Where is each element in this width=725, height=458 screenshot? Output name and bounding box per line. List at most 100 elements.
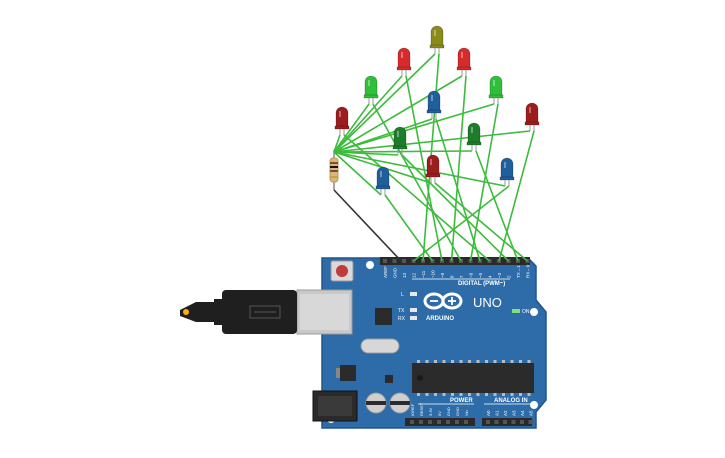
wire-cathode[interactable] xyxy=(333,150,473,153)
wire-anode[interactable] xyxy=(498,130,535,262)
analog-pin[interactable] xyxy=(528,420,533,424)
wire-cathode[interactable] xyxy=(333,151,506,187)
led[interactable] xyxy=(466,122,482,151)
digital-pin[interactable] xyxy=(392,259,397,263)
digital-pin-label: RX←0 xyxy=(526,264,531,278)
mount-hole xyxy=(530,308,538,316)
crystal xyxy=(360,338,400,354)
usb-port[interactable] xyxy=(296,289,353,335)
digital-pin-label: 12 xyxy=(412,272,417,278)
digital-pin-label: ~6 xyxy=(469,272,474,278)
wire-anode[interactable] xyxy=(384,194,434,262)
power-pin[interactable] xyxy=(446,420,450,424)
capacitor xyxy=(365,392,387,414)
digital-pin-label: 2 xyxy=(507,275,512,278)
resistor[interactable] xyxy=(329,150,339,190)
digital-header[interactable] xyxy=(380,257,530,265)
analog-pin-label: A1 xyxy=(495,410,500,416)
led[interactable] xyxy=(363,75,379,104)
wire-cathode[interactable] xyxy=(333,118,433,153)
digital-label: DIGITAL (PWM~) xyxy=(458,281,505,287)
reset-button[interactable] xyxy=(330,260,354,282)
wire-cathode[interactable] xyxy=(333,130,531,153)
analog-pin-label: A3 xyxy=(512,410,517,416)
digital-pin-label: ~10 xyxy=(431,270,436,278)
led[interactable] xyxy=(334,106,350,135)
wire-anode[interactable] xyxy=(405,75,443,262)
analog-pin[interactable] xyxy=(520,420,524,424)
analog-pin-label: A5 xyxy=(529,410,534,416)
digital-pin-label: ~9 xyxy=(440,272,445,278)
led[interactable] xyxy=(425,154,441,183)
power-pin-label: RESET xyxy=(419,402,424,416)
analog-pin[interactable] xyxy=(486,420,490,424)
ground-wire[interactable] xyxy=(333,189,403,263)
wire-anode[interactable] xyxy=(343,134,491,262)
analog-pin[interactable] xyxy=(511,420,516,424)
led[interactable] xyxy=(488,75,504,104)
mount-hole xyxy=(530,401,538,409)
wire-cathode[interactable] xyxy=(333,134,341,153)
usb-chip xyxy=(375,308,392,325)
wire-cathode[interactable] xyxy=(333,103,495,153)
power-pin[interactable] xyxy=(410,420,414,424)
power-pin-label: GND xyxy=(446,407,451,416)
wire-anode[interactable] xyxy=(401,154,510,262)
digital-pin-label: ~11 xyxy=(421,270,426,278)
analog-pin-label: A2 xyxy=(503,410,508,416)
digital-pin-label: GND xyxy=(393,267,398,278)
power-pin-label: GND xyxy=(455,407,460,416)
digital-pin-label: 13 xyxy=(402,272,407,278)
wire-anode[interactable] xyxy=(413,185,510,262)
capacitor xyxy=(389,392,411,414)
led[interactable] xyxy=(375,166,391,195)
digital-pin-label: ~5 xyxy=(478,272,483,278)
digital-pin-label: 7 xyxy=(459,275,464,278)
brand-label: ARDUINO xyxy=(426,316,454,322)
power-pin[interactable] xyxy=(464,420,468,424)
wire-anode[interactable] xyxy=(435,118,481,262)
wire-cathode[interactable] xyxy=(333,103,370,153)
arduino-logo xyxy=(423,292,463,310)
small-component xyxy=(385,375,393,383)
led-group[interactable] xyxy=(334,25,540,195)
side-leds: L TX RX xyxy=(398,292,417,322)
power-pin-label: 3.3V xyxy=(428,407,433,416)
led-tx-label: TX xyxy=(398,308,405,314)
analog-pin[interactable] xyxy=(494,420,499,424)
led[interactable] xyxy=(524,102,540,131)
wire-cathode[interactable] xyxy=(333,151,382,196)
digital-pin-label: 4 xyxy=(488,275,493,278)
wire-cathode[interactable] xyxy=(333,75,403,153)
wire-anode[interactable] xyxy=(450,75,467,262)
led[interactable] xyxy=(429,25,445,54)
power-pin[interactable] xyxy=(455,420,459,424)
led[interactable] xyxy=(499,157,515,186)
wire-cathode[interactable] xyxy=(333,53,436,153)
analog-pin[interactable] xyxy=(503,420,507,424)
power-pin[interactable] xyxy=(419,420,423,424)
wire-cathode[interactable] xyxy=(333,75,463,153)
analog-pin-label: A0 xyxy=(486,410,491,416)
digital-pin[interactable] xyxy=(383,259,387,263)
power-pin[interactable] xyxy=(428,420,432,424)
power-pin[interactable] xyxy=(437,420,441,424)
led[interactable] xyxy=(392,126,408,155)
led[interactable] xyxy=(456,47,472,76)
atmega-chip xyxy=(412,360,534,396)
digital-pin-label: ~3 xyxy=(497,272,502,278)
wire-anode[interactable] xyxy=(434,182,529,262)
led[interactable] xyxy=(426,90,442,119)
digital-pin[interactable] xyxy=(402,259,406,263)
wire-anode[interactable] xyxy=(475,150,519,262)
usb-cable[interactable] xyxy=(180,290,297,334)
led-rx-label: RX xyxy=(398,316,406,322)
mount-hole xyxy=(366,261,374,269)
analog-label: ANALOG IN xyxy=(494,398,528,404)
digital-pin-label: 8 xyxy=(450,275,455,278)
led[interactable] xyxy=(396,47,412,76)
